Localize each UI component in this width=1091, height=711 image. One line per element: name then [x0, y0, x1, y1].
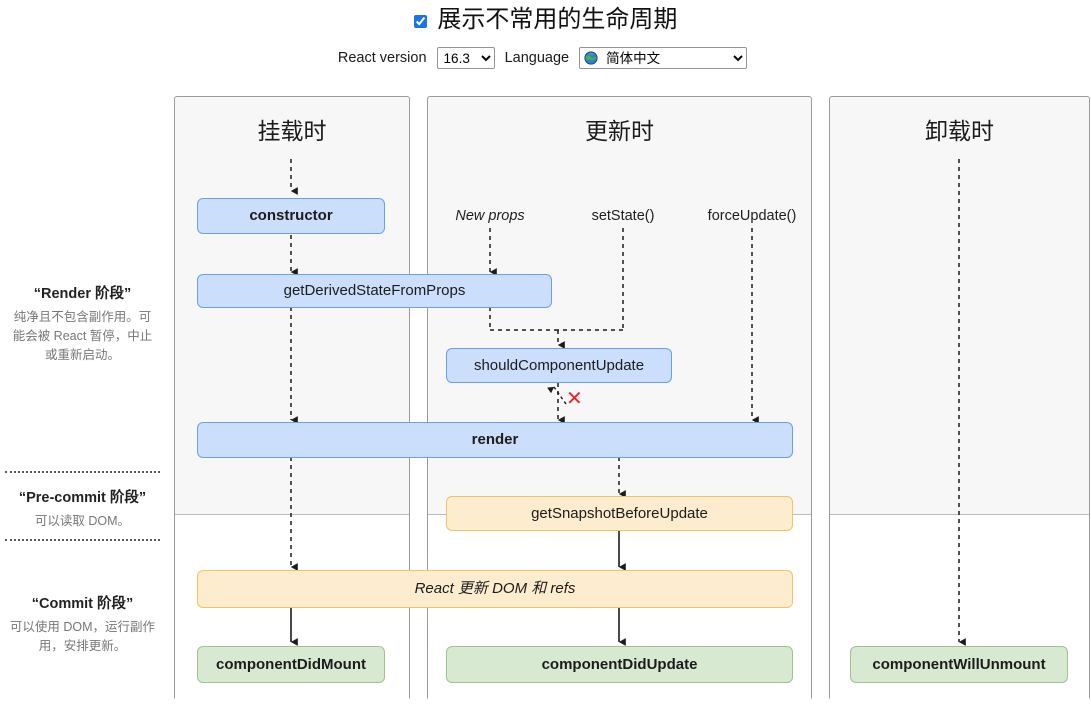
language-label: Language: [504, 50, 570, 66]
node-react-updates-dom-and-refs[interactable]: React 更新 DOM 和 refs: [197, 570, 793, 608]
react-version-select[interactable]: 16.3: [436, 47, 495, 70]
trigger-label-force-update: forceUpdate(): [707, 208, 797, 224]
node-component-did-update[interactable]: componentDidUpdate: [446, 646, 793, 683]
column-panel-unmount: 卸载时: [829, 96, 1090, 700]
phase-label-column: “Render 阶段” 纯净且不包含副作用。可能会被 React 暂停，中止或重…: [0, 96, 165, 700]
phase-separator-top: [5, 471, 160, 473]
column-title-unmount: 卸载时: [925, 118, 994, 144]
phase-block-render: “Render 阶段” 纯净且不包含副作用。可能会被 React 暂停，中止或重…: [0, 284, 165, 365]
column-title-mount: 挂载时: [257, 118, 327, 144]
phase-block-pre-commit: “Pre-commit 阶段” 可以读取 DOM。: [0, 488, 165, 531]
column-panel-update: 更新时: [427, 96, 812, 700]
phase-title-commit: “Commit 阶段”: [31, 596, 134, 612]
language-select[interactable]: 简体中文: [579, 47, 748, 70]
phase-desc-commit: 可以使用 DOM，运行副作用，安排更新。: [9, 620, 156, 653]
trigger-label-set-state: setState(): [591, 208, 655, 224]
skip-update-marker: ✕: [566, 386, 583, 410]
header: 展示不常用的生命周期 React version 16.3 Language 简…: [0, 0, 1091, 88]
trigger-label-new-props: New props: [455, 208, 525, 224]
page-title-label: 展示不常用的生命周期: [437, 6, 678, 33]
node-get-derived-state-from-props[interactable]: getDerivedStateFromProps: [197, 274, 552, 308]
node-component-did-mount[interactable]: componentDidMount: [197, 646, 385, 683]
node-component-will-unmount[interactable]: componentWillUnmount: [850, 646, 1068, 683]
phase-desc-pre-commit: 可以读取 DOM。: [34, 514, 131, 528]
react-version-label: React version: [337, 50, 427, 66]
show-less-common-lifecycles-checkbox[interactable]: [413, 15, 427, 28]
node-get-snapshot-before-update[interactable]: getSnapshotBeforeUpdate: [446, 496, 793, 531]
node-render[interactable]: render: [197, 422, 793, 458]
controls-row: React version 16.3 Language 简体中文: [0, 46, 1091, 70]
column-panel-mount: 挂载时: [174, 96, 410, 700]
node-should-component-update[interactable]: shouldComponentUpdate: [446, 348, 672, 383]
phase-title-render: “Render 阶段”: [33, 286, 132, 302]
phase-block-commit: “Commit 阶段” 可以使用 DOM，运行副作用，安排更新。: [0, 594, 165, 656]
phase-title-pre-commit: “Pre-commit 阶段”: [18, 490, 147, 506]
phase-separator-bottom: [5, 539, 160, 541]
page-title: 展示不常用的生命周期: [0, 4, 1091, 36]
column-title-update: 更新时: [585, 118, 654, 144]
node-constructor[interactable]: constructor: [197, 198, 385, 234]
phase-desc-render: 纯净且不包含副作用。可能会被 React 暂停，中止或重新启动。: [12, 310, 153, 362]
